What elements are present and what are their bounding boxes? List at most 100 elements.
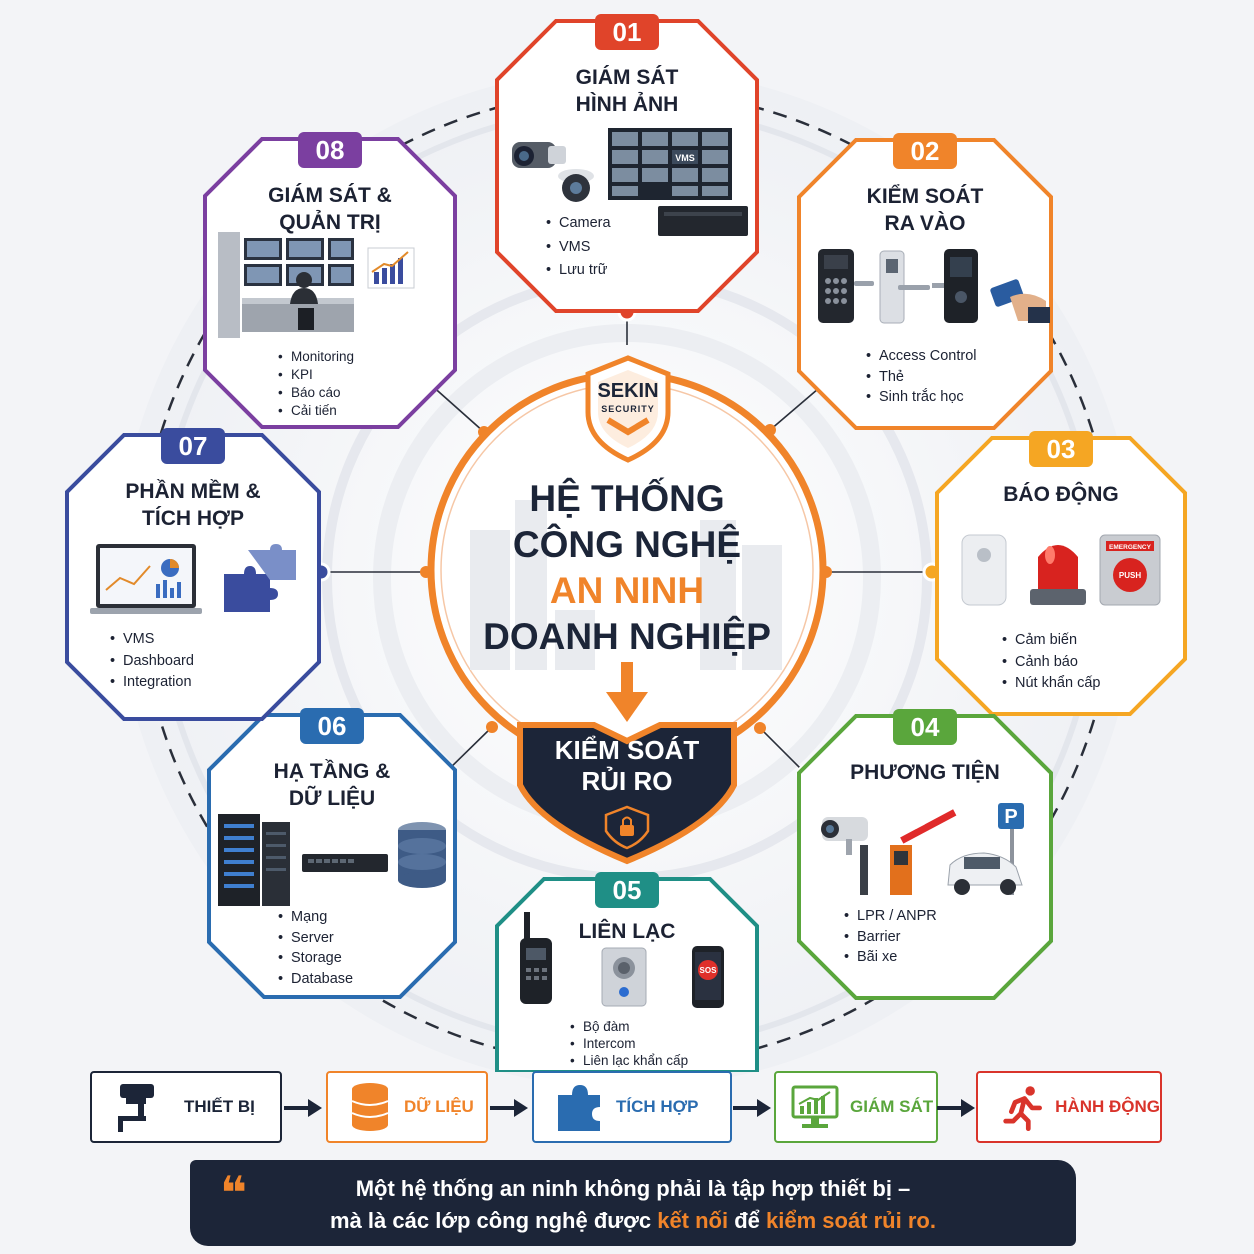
module-title: HẠ TẦNG & DỮ LIỆU <box>206 758 458 812</box>
module-title: GIÁM SÁT HÌNH ẢNH <box>494 64 760 118</box>
module-items: VMS Dashboard Integration <box>110 630 194 693</box>
list-item: KPI <box>278 366 354 384</box>
module-title-line2: RA VÀO <box>884 212 966 235</box>
flow-step-label: HÀNH ĐỘNG <box>1055 1097 1160 1116</box>
module-05: 05 LIÊN LẠC SOS Bộ đàm Intercom Liên lạc… <box>494 872 760 1072</box>
camera-vms-illustration: VMS <box>512 128 748 236</box>
flow-step-devices: THIẾT BỊ <box>90 1071 282 1143</box>
module-title-line1: PHƯƠNG TIỆN <box>850 761 1000 784</box>
risk-control-line1: KIỂM SOÁT <box>554 735 700 765</box>
quote-banner: ❝ Một hệ thống an ninh không phải là tập… <box>190 1160 1076 1246</box>
quote-highlight-risk: kiểm soát rủi ro. <box>766 1208 936 1233</box>
flow-step-label: TÍCH HỢP <box>616 1097 699 1116</box>
database-icon <box>351 1083 389 1131</box>
quote-line2-c: để <box>728 1208 767 1233</box>
module-title-line1: GIÁM SÁT & <box>268 184 392 207</box>
access-control-illustration <box>818 249 1050 324</box>
list-item: Cảnh báo <box>1002 653 1100 673</box>
module-title-line1: PHẦN MỀM & <box>125 480 261 503</box>
cctv-icon <box>118 1084 154 1132</box>
module-number: 06 <box>300 708 364 744</box>
quote-mark-icon: ❝ <box>220 1167 247 1219</box>
list-item: Monitoring <box>278 348 354 366</box>
logo-subtext: SECURITY <box>601 404 655 414</box>
flow-step-action: HÀNH ĐỘNG <box>976 1071 1162 1143</box>
center-title-line2: CÔNG NGHỆ <box>512 524 742 565</box>
list-item: Báo cáo <box>278 384 354 402</box>
module-03: 03 BÁO ĐỘNG EMERGENCY PUSH Cảm biến Cảnh… <box>934 431 1188 717</box>
list-item: Integration <box>110 673 194 693</box>
running-person-icon <box>1003 1086 1042 1132</box>
center-title-line3: AN NINH <box>549 570 705 611</box>
module-title-line2: QUẢN TRỊ <box>279 211 381 234</box>
flow-step-monitoring: GIÁM SÁT <box>774 1071 938 1143</box>
module-items: Mạng Server Storage Database <box>278 908 353 989</box>
list-item: Barrier <box>844 928 937 948</box>
quote-line2: mà là các lớp công nghệ được kết nối để … <box>190 1208 1076 1234</box>
module-number: 05 <box>595 872 659 908</box>
module-title-line2: DỮ LIỆU <box>288 787 376 810</box>
list-item: Cảm biến <box>1002 631 1100 651</box>
module-title-line2: HÌNH ẢNH <box>575 93 679 116</box>
list-item: Dashboard <box>110 652 194 672</box>
module-number: 03 <box>1029 431 1093 467</box>
module-number: 01 <box>595 14 659 50</box>
communication-illustration: SOS <box>520 912 724 1008</box>
octagon-frame <box>797 138 1053 430</box>
flow-arrow-icon <box>284 1099 322 1117</box>
list-item: LPR / ANPR <box>844 907 937 927</box>
sekin-logo <box>585 355 671 463</box>
list-item: Bộ đàm <box>570 1018 688 1035</box>
module-04: 04 PHƯƠNG TIỆN P LPR / ANPR Barrier Bãi … <box>796 709 1054 1001</box>
module-items: Monitoring KPI Báo cáo Cải tiến <box>278 348 354 420</box>
flow-step-integration: TÍCH HỢP <box>532 1071 732 1143</box>
parking-sign: P <box>1004 806 1017 828</box>
list-item: Bãi xe <box>844 948 937 968</box>
vms-screen-label: VMS <box>675 153 695 163</box>
logo-text: SEKIN <box>597 380 659 402</box>
server-storage-illustration <box>218 814 446 906</box>
list-item: Database <box>278 970 353 990</box>
module-01: 01 GIÁM SÁT HÌNH ẢNH VMS Camera <box>494 14 760 314</box>
center-title-line4: DOANH NGHIỆP <box>483 616 771 657</box>
quote-line1: Một hệ thống an ninh không phải là tập h… <box>355 1176 911 1201</box>
puzzle-icon <box>558 1085 600 1131</box>
list-item: Thẻ <box>866 368 977 388</box>
module-title-line1: HẠ TẦNG & <box>273 760 391 783</box>
module-title: BÁO ĐỘNG <box>934 481 1188 508</box>
list-item: Storage <box>278 949 353 969</box>
module-number: 08 <box>298 132 362 168</box>
flow-step-label: THIẾT BỊ <box>184 1097 255 1116</box>
module-08: 08 GIÁM SÁT & QUẢN TRỊ Monitor <box>202 132 458 430</box>
list-item: Mạng <box>278 908 353 928</box>
list-item: Access Control <box>866 347 977 367</box>
flow-arrow-icon <box>733 1099 771 1117</box>
module-items: Access Control Thẻ Sinh trắc học <box>866 347 977 408</box>
module-items: Camera VMS Lưu trữ <box>546 214 611 281</box>
list-item: VMS <box>110 630 194 650</box>
list-item: Nút khẩn cấp <box>1002 674 1100 694</box>
software-integration-illustration <box>90 544 296 614</box>
flow-step-label: DỮ LIỆU <box>404 1097 474 1116</box>
list-item: Server <box>278 929 353 949</box>
alarm-illustration: EMERGENCY PUSH <box>961 534 1161 606</box>
monitoring-room-illustration <box>218 232 415 338</box>
module-02: 02 KIỂM SOÁT RA VÀO Access Control Thẻ S… <box>796 133 1054 431</box>
module-title-line1: BÁO ĐỘNG <box>1003 483 1119 506</box>
list-item: Intercom <box>570 1035 688 1052</box>
module-items: LPR / ANPR Barrier Bãi xe <box>844 907 937 968</box>
list-item: Camera <box>546 214 611 234</box>
module-title-line2: TÍCH HỢP <box>142 507 244 530</box>
center-title-line1: HỆ THỐNG <box>529 478 725 519</box>
module-number: 02 <box>893 133 957 169</box>
module-title-line1: LIÊN LẠC <box>578 920 676 943</box>
module-06: 06 HẠ TẦNG & DỮ LIỆU Mạng Server Storage… <box>206 708 458 1000</box>
flow-arrow-icon <box>937 1099 975 1117</box>
module-title: PHẦN MỀM & TÍCH HỢP <box>64 478 322 532</box>
quote-highlight-connected: kết nối <box>657 1208 729 1233</box>
vehicle-barrier-illustration: P <box>821 803 1024 895</box>
module-title: KIỂM SOÁT RA VÀO <box>796 183 1054 237</box>
module-number: 07 <box>161 428 225 464</box>
flow-arrow-icon <box>490 1099 528 1117</box>
